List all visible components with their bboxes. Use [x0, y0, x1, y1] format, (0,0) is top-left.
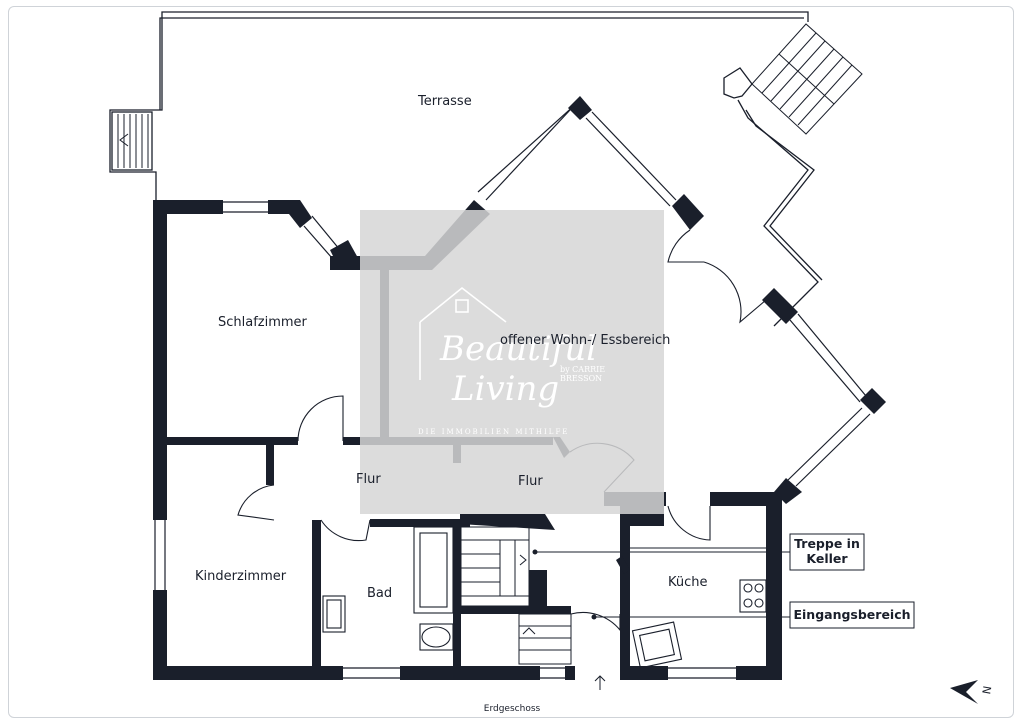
compass-letter: N — [980, 685, 994, 695]
watermark-tagline: DIE IMMOBILIEN MITHILFE — [418, 428, 569, 436]
page-border — [8, 6, 1014, 718]
room-label-wohnen: offener Wohn-/ Essbereich — [500, 333, 670, 348]
interior-stairs — [460, 526, 572, 665]
room-label-bad: Bad — [367, 586, 392, 601]
room-label-flur-right: Flur — [518, 474, 543, 489]
room-label-kinderzimmer: Kinderzimmer — [195, 569, 287, 584]
room-label-schlafzimmer: Schlafzimmer — [218, 315, 308, 330]
kitchen-fixtures — [630, 547, 767, 669]
room-label-kueche: Küche — [668, 575, 708, 590]
callout-treppe: Treppe in Keller — [532, 533, 865, 571]
windows — [154, 103, 871, 679]
compass-icon: N — [950, 680, 994, 704]
watermark-by-1: by CARRIE — [560, 365, 605, 374]
callout-treppe-line2: Keller — [806, 551, 848, 566]
floor-caption: Erdgeschoss — [484, 704, 541, 714]
callout-eingang-text: Eingangsbereich — [793, 607, 910, 622]
room-label-flur-left: Flur — [356, 472, 381, 487]
top-right-stairs — [723, 23, 863, 135]
watermark: Beautiful Living by CARRIE BRESSON DIE I… — [360, 210, 664, 514]
entrance-arrow-icon — [594, 675, 606, 690]
callout-treppe-line1: Treppe in — [794, 536, 860, 551]
callout-eingang: Eingangsbereich — [591, 601, 915, 629]
left-terrace-steps — [117, 114, 149, 168]
room-label-terrasse: Terrasse — [417, 94, 472, 109]
bathroom-fixtures — [322, 526, 454, 651]
watermark-script-1: Beautiful — [439, 329, 597, 369]
watermark-script-2: Living — [451, 369, 559, 409]
terrace-outline — [109, 11, 823, 327]
watermark-by-2: BRESSON — [560, 374, 602, 383]
